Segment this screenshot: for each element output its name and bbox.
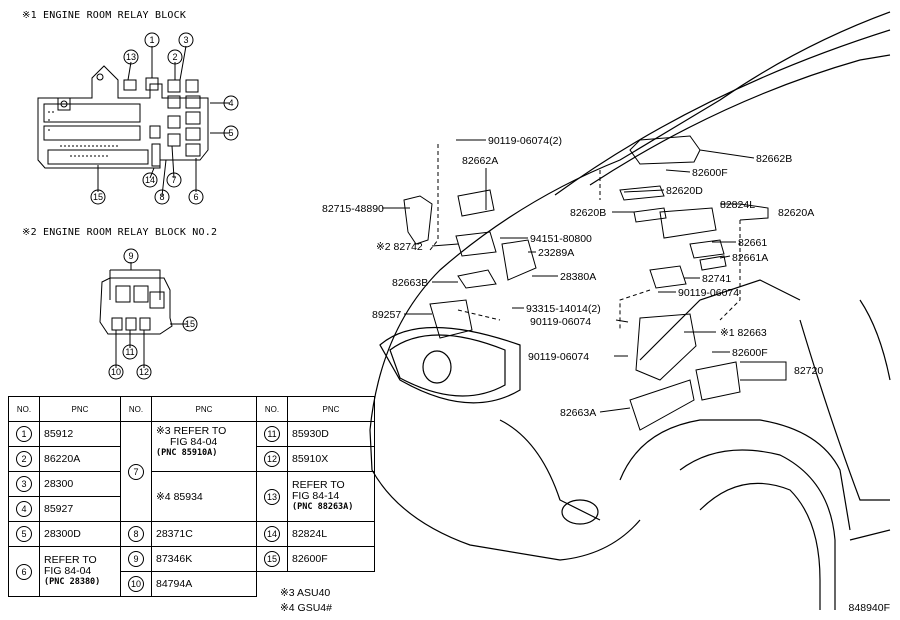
table-row: 4 85927: [8, 496, 375, 522]
table-header: PNC: [39, 396, 121, 422]
part-label: 82662A: [462, 155, 498, 167]
relay-block-1-title: ※1 ENGINE ROOM RELAY BLOCK: [22, 10, 187, 21]
table-row: 6 REFER TO FIG 84-04 (PNC 28380) 9 87346…: [8, 546, 375, 597]
callout-14: 14: [145, 175, 155, 185]
part-label: 82662B: [756, 153, 792, 165]
table-row: 3 28300 ※4 85934 13 REFER TO FIG 84-14 (…: [8, 471, 375, 522]
part-label: 82663A: [560, 407, 596, 419]
part-label: 90119-06074: [530, 316, 591, 328]
callout-4: 4: [228, 98, 233, 108]
part-label: 90119-06074: [678, 287, 739, 299]
callout-1: 1: [149, 35, 154, 45]
part-label: 90119-06074: [528, 351, 589, 363]
callout-15: 15: [93, 192, 103, 202]
part-label: 82741: [702, 273, 731, 285]
part-label: 94151-80800: [530, 233, 592, 245]
part-label: 82600F: [692, 167, 728, 179]
callout-10: 10: [111, 367, 121, 377]
part-label: 82620D: [666, 185, 703, 197]
part-label: 82720: [794, 365, 823, 377]
callout-15b: 15: [185, 319, 195, 329]
part-label: 82661: [738, 237, 767, 249]
part-label: 82600F: [732, 347, 768, 359]
callout-2: 2: [172, 52, 177, 62]
leaders: [382, 139, 787, 413]
relay-block-2-drawing: [99, 248, 198, 380]
dash-leaders: [429, 144, 741, 330]
components: [403, 135, 741, 431]
relay-block-2-title: ※2 ENGINE ROOM RELAY BLOCK NO.2: [22, 227, 218, 238]
callout-3: 3: [183, 35, 188, 45]
callout-6: 6: [193, 192, 198, 202]
note-gsu4: ※4 GSU4#: [280, 602, 332, 614]
callout-9: 9: [128, 251, 133, 261]
table-header: NO.: [8, 396, 40, 422]
table-row: 5 28300D 8 28371C 14 82824L: [8, 521, 375, 547]
part-label: 82715-48890: [322, 203, 384, 215]
part-label: ※1 82663: [720, 327, 767, 339]
part-label: ※2 82742: [376, 241, 423, 253]
relay-block-1-callouts: 13 1 2 3 4 5 6 7 8 14 15: [93, 35, 234, 202]
callout-11: 11: [125, 347, 134, 357]
table-header: NO.: [256, 396, 288, 422]
table-row: 10 84794A: [9, 571, 375, 597]
table-header: PNC: [287, 396, 375, 422]
part-label: 93315-14014(2): [526, 303, 601, 315]
callout-8: 8: [159, 192, 164, 202]
table-row: 1 85912 7 ※3 REFER TO FIG 84-04 (PNC 859…: [8, 421, 375, 522]
vehicle-outline: [369, 11, 891, 610]
part-label: 89257: [372, 309, 401, 321]
part-label: 82663B: [392, 277, 428, 289]
figure-id: 848940F: [848, 602, 890, 614]
relay-block-2-callouts: 9 15 11 10 12: [111, 251, 195, 377]
part-label: 23289A: [538, 247, 574, 259]
part-label: 82620B: [570, 207, 606, 219]
part-label: 82661A: [732, 252, 768, 264]
table-header: PNC: [151, 396, 257, 422]
relay-block-1-drawing: [37, 32, 239, 205]
callout-13: 13: [126, 52, 136, 62]
note-asu40: ※3 ASU40: [280, 587, 331, 599]
callout-5: 5: [228, 128, 233, 138]
callout-7: 7: [171, 175, 176, 185]
part-label: 90119-06074(2): [488, 135, 562, 147]
callout-12: 12: [139, 367, 149, 377]
table-header: NO.: [120, 396, 152, 422]
pnc-table: NO. PNC NO. PNC NO. PNC 1 85912 7 ※3 REF…: [8, 396, 375, 597]
part-label: 82824L: [720, 199, 755, 211]
part-label: 82620A: [778, 207, 814, 219]
part-label: 28380A: [560, 271, 596, 283]
part-labels: 90119-06074(2) 82662A 82662B 82600F 8262…: [322, 135, 823, 419]
